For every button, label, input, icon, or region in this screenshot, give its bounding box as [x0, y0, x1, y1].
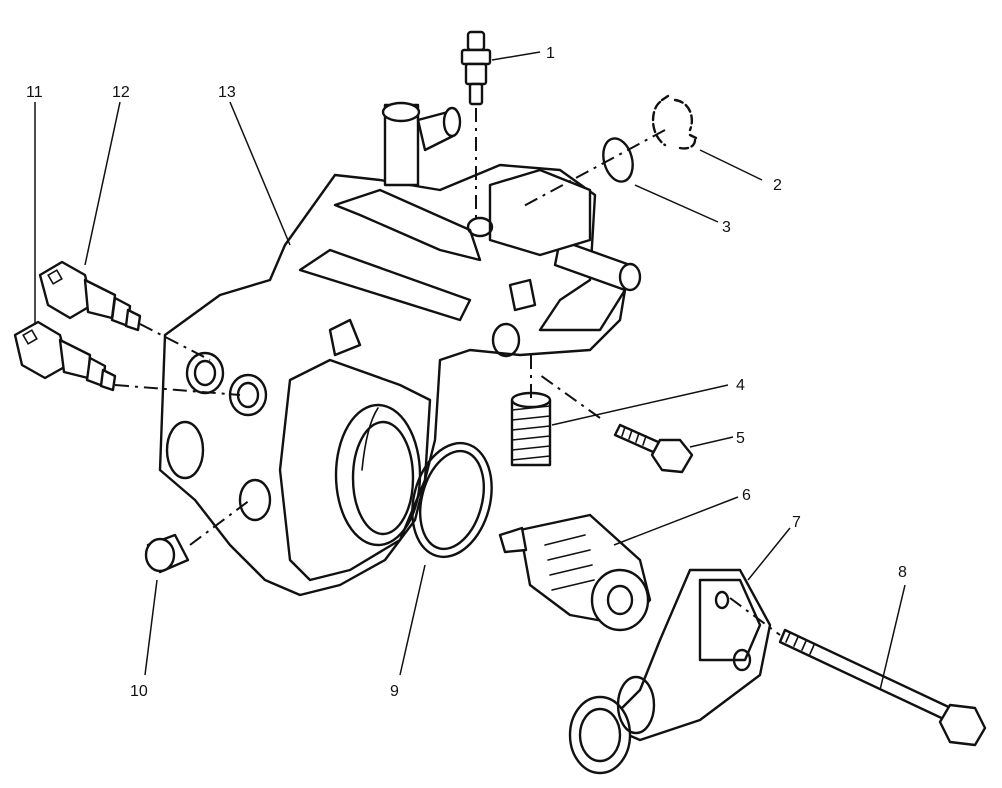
label-5: 5: [736, 430, 745, 447]
label-1: 1: [546, 45, 555, 62]
label-10: 10: [130, 683, 148, 700]
label-7: 7: [792, 514, 801, 531]
o-ring: [602, 137, 634, 183]
label-6: 6: [742, 487, 751, 504]
part-number-labels: 1 2 3 4 5 6 7 8 9 10 11 12 13: [26, 45, 907, 700]
long-bolt: [778, 628, 987, 747]
label-3: 3: [722, 219, 731, 236]
label-13: 13: [218, 84, 236, 101]
spring: [510, 391, 552, 467]
label-12: 12: [112, 84, 130, 101]
label-4: 4: [736, 377, 745, 394]
circlip: [651, 94, 698, 150]
bleed-screw: [460, 30, 492, 106]
label-8: 8: [898, 564, 907, 581]
label-9: 9: [390, 683, 399, 700]
label-11: 11: [26, 84, 43, 101]
thermostat-housing: [158, 101, 642, 597]
short-bolt: [613, 423, 694, 474]
leader-lines: [34, 51, 906, 691]
thermostat: [498, 513, 652, 632]
label-2: 2: [773, 177, 782, 194]
elbow-outlet: [568, 568, 772, 775]
seal-ring: [411, 441, 493, 559]
temperature-sensor-11: [13, 320, 117, 392]
plug: [144, 533, 190, 574]
temperature-sensor-12: [38, 260, 142, 332]
